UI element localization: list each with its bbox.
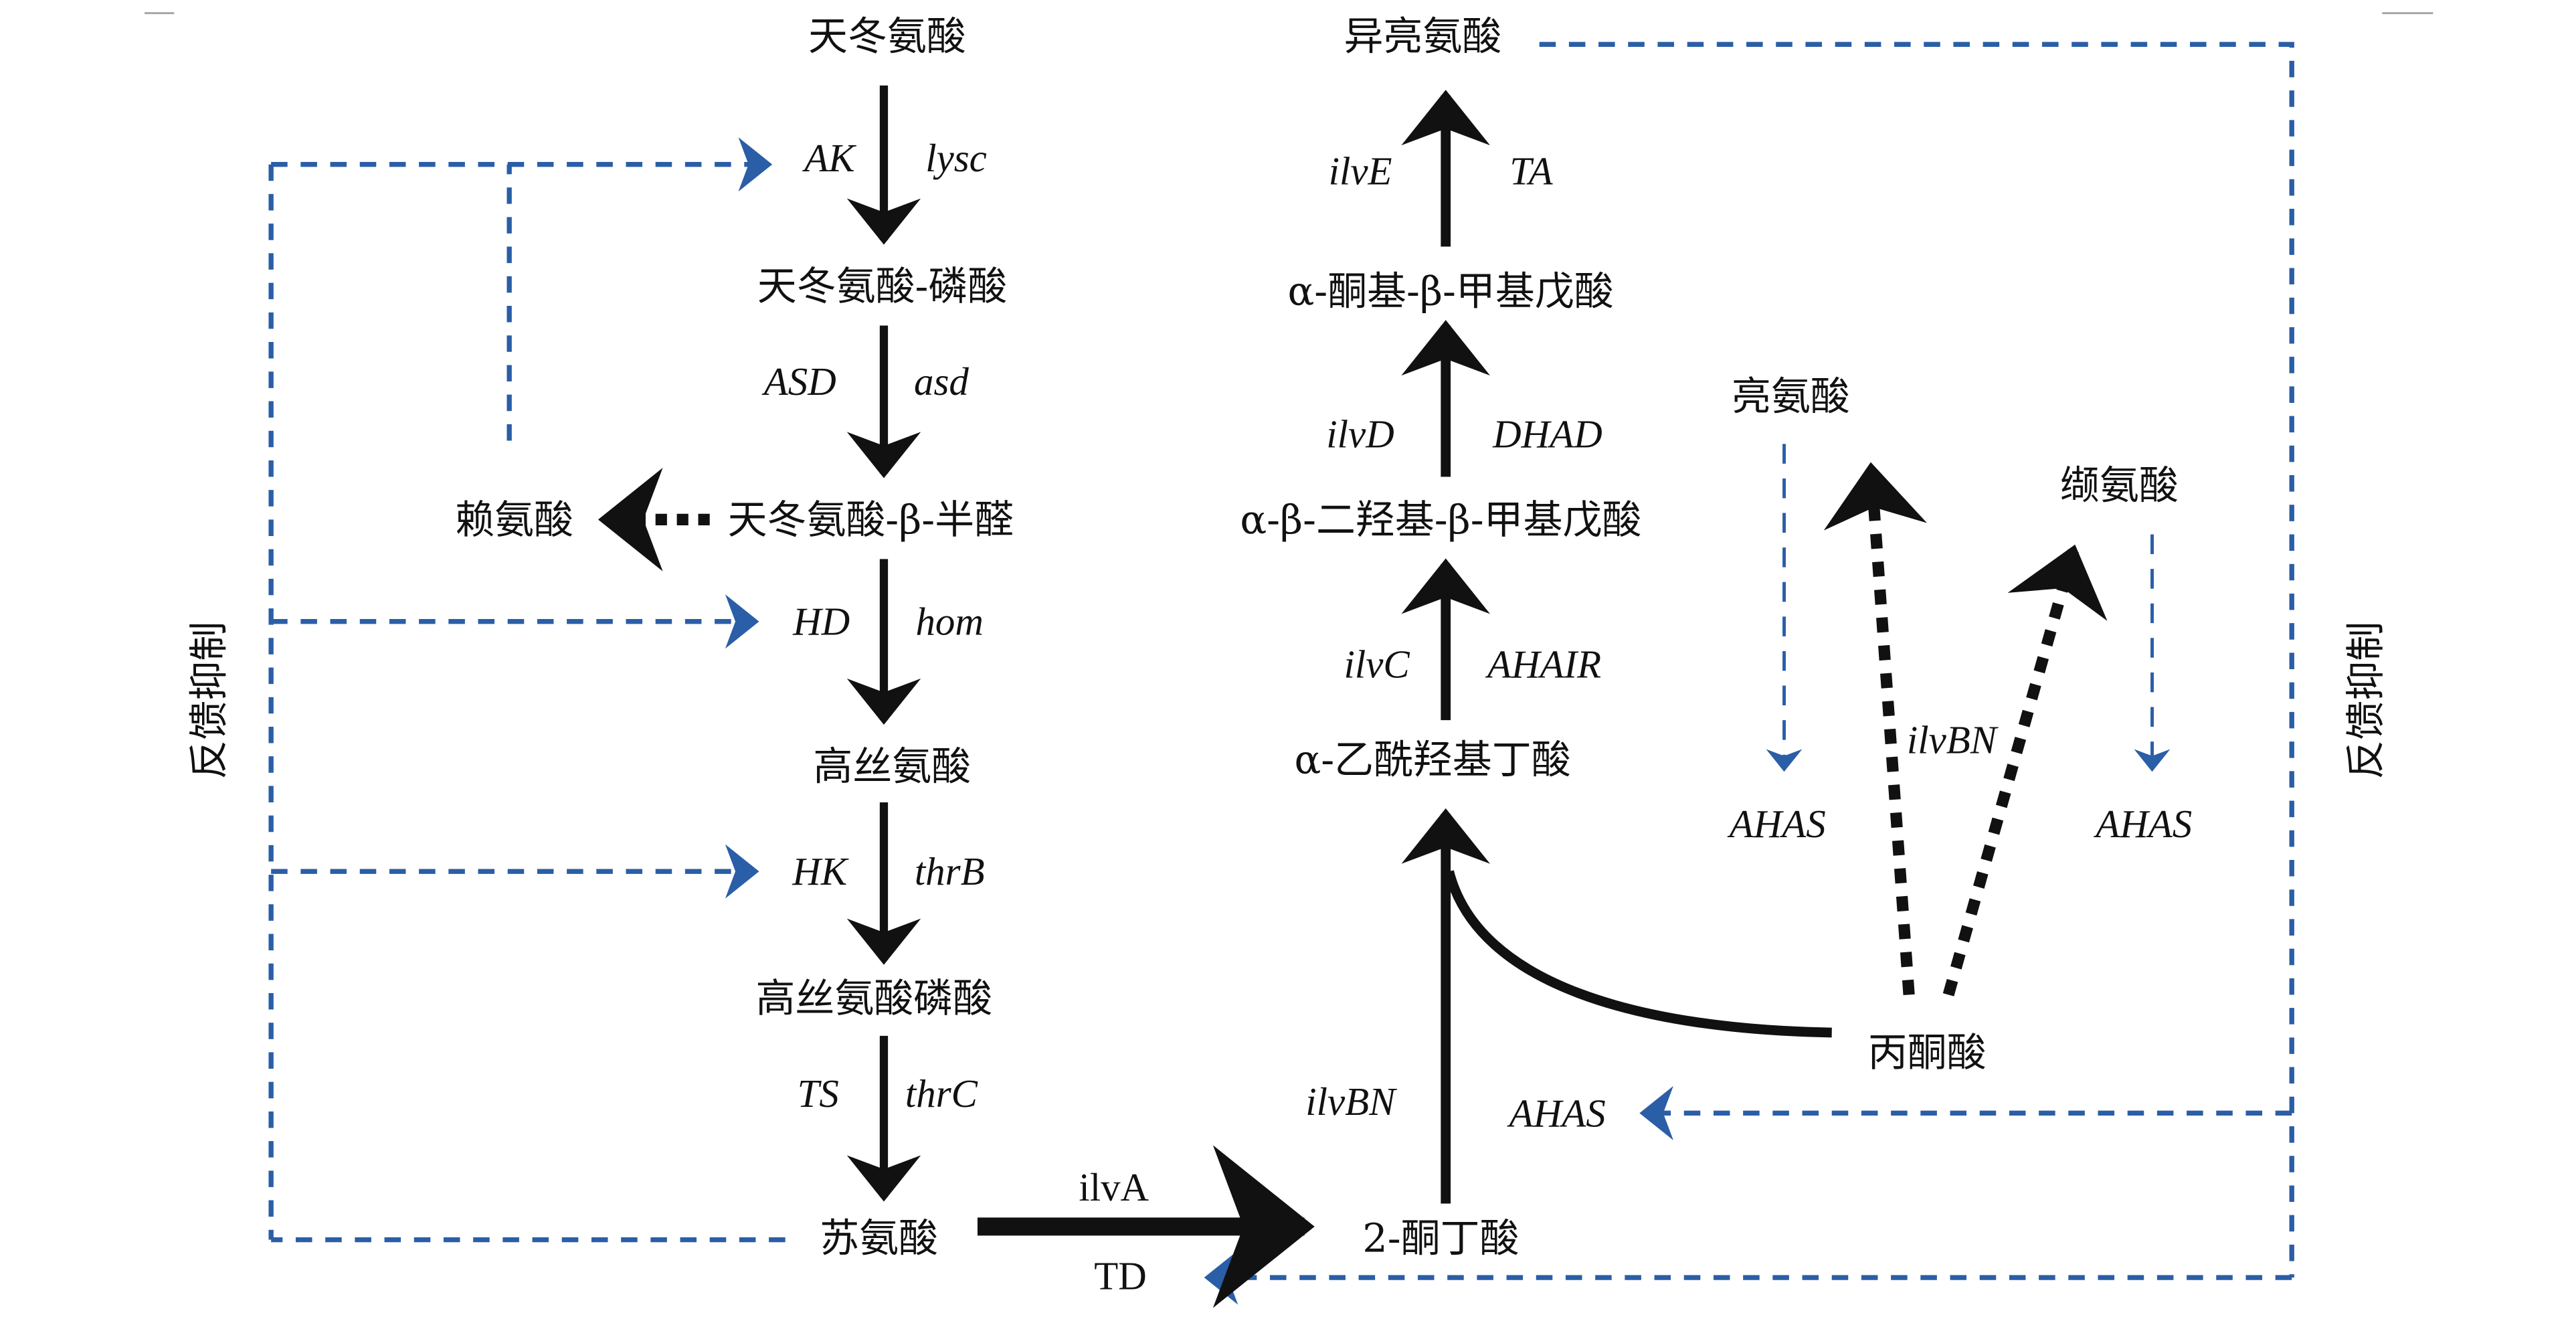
enzyme-ahas-valine: AHAS xyxy=(2093,802,2192,846)
left-pathway-nodes: 天冬氨酸 天冬氨酸-磷酸 天冬氨酸-β-半醛 高丝氨酸 高丝氨酸磷酸 苏氨酸 赖… xyxy=(455,13,1014,1261)
gene-thrc: thrC xyxy=(905,1071,978,1116)
center-pathway-arrows xyxy=(1401,90,2108,1204)
threonine-step-labels: ilvA TD xyxy=(1079,1165,1149,1298)
gene-ilve: ilvE xyxy=(1329,149,1392,193)
node-leucine: 亮氨酸 xyxy=(1732,373,1850,420)
node-aspartate-semialdehyde: 天冬氨酸-β-半醛 xyxy=(728,497,1014,543)
gene-ilvbn-branch: ilvBN xyxy=(1907,718,1999,762)
gene-ilva: ilvA xyxy=(1079,1165,1149,1209)
node-homoserine: 高丝氨酸 xyxy=(813,743,971,789)
feedback-label-right: 反馈抑制 xyxy=(2342,622,2389,780)
pyruvate-branch-labels: 丙酮酸 亮氨酸 缬氨酸 ilvBN AHAS AHAS xyxy=(1727,373,2193,1075)
enzyme-ak: AK xyxy=(802,136,856,180)
left-enzyme-labels: AK lysc ASD asd HD hom HK thrB TS thrC xyxy=(761,136,987,1116)
gene-hom: hom xyxy=(915,600,983,644)
node-aspartyl-phosphate: 天冬氨酸-磷酸 xyxy=(757,263,1007,309)
node-lysine: 赖氨酸 xyxy=(455,497,573,543)
node-pyruvate: 丙酮酸 xyxy=(1868,1029,1987,1075)
node-dihydroxy-methylvalerate: α-β-二羟基-β-甲基戊酸 xyxy=(1240,497,1641,543)
enzyme-td: TD xyxy=(1094,1254,1147,1298)
branch-feedback xyxy=(1766,444,2171,772)
left-pathway-arrows xyxy=(597,85,1315,1308)
arrow-pyruvate-to-leucine xyxy=(1823,462,1928,996)
gene-asd: asd xyxy=(914,359,969,404)
enzyme-ta: TA xyxy=(1509,149,1553,193)
feedback-label-left: 反馈抑制 xyxy=(185,622,232,780)
arrow-pyruvate-to-valine xyxy=(1942,544,2108,996)
enzyme-dhad: DHAD xyxy=(1492,412,1602,456)
node-2-ketobutyrate: 2-酮丁酸 xyxy=(1362,1215,1519,1261)
gene-ilvd: ilvD xyxy=(1326,412,1394,456)
node-aspartate: 天冬氨酸 xyxy=(808,13,966,60)
node-valine: 缬氨酸 xyxy=(2060,462,2179,508)
node-acetohydroxybutyrate: α-乙酰羟基丁酸 xyxy=(1294,737,1570,783)
center-enzyme-labels: ilvBN AHAS ilvC AHAIR ilvD DHAD ilvE TA xyxy=(1305,149,1605,1136)
enzyme-hd: HD xyxy=(792,600,850,644)
right-feedback-loop xyxy=(1204,41,2294,1305)
node-threonine: 苏氨酸 xyxy=(820,1215,938,1261)
left-feedback-loop xyxy=(268,137,786,1243)
enzyme-hk: HK xyxy=(792,849,849,893)
center-pathway-nodes: 2-酮丁酸 α-乙酰羟基丁酸 α-β-二羟基-β-甲基戊酸 α-酮基-β-甲基戊… xyxy=(1240,13,1641,1261)
gene-lysc: lysc xyxy=(925,136,987,180)
gene-ilvbn: ilvBN xyxy=(1305,1079,1398,1124)
enzyme-asd: ASD xyxy=(761,359,836,404)
node-isoleucine: 异亮氨酸 xyxy=(1344,13,1501,60)
node-keto-methylvalerate: α-酮基-β-甲基戊酸 xyxy=(1288,268,1614,314)
node-homoserine-phosphate: 高丝氨酸磷酸 xyxy=(755,975,992,1021)
enzyme-ahas-leucine: AHAS xyxy=(1727,802,1826,846)
enzyme-ahas: AHAS xyxy=(1507,1091,1606,1135)
curve-pyruvate-merge xyxy=(1444,870,1832,1038)
gene-ilvc: ilvC xyxy=(1344,642,1410,687)
gene-thrb: thrB xyxy=(915,849,985,893)
feedback-line-from-isoleucine xyxy=(1539,41,2294,1278)
enzyme-ts: TS xyxy=(798,1071,839,1116)
enzyme-ahair: AHAIR xyxy=(1485,642,1601,687)
